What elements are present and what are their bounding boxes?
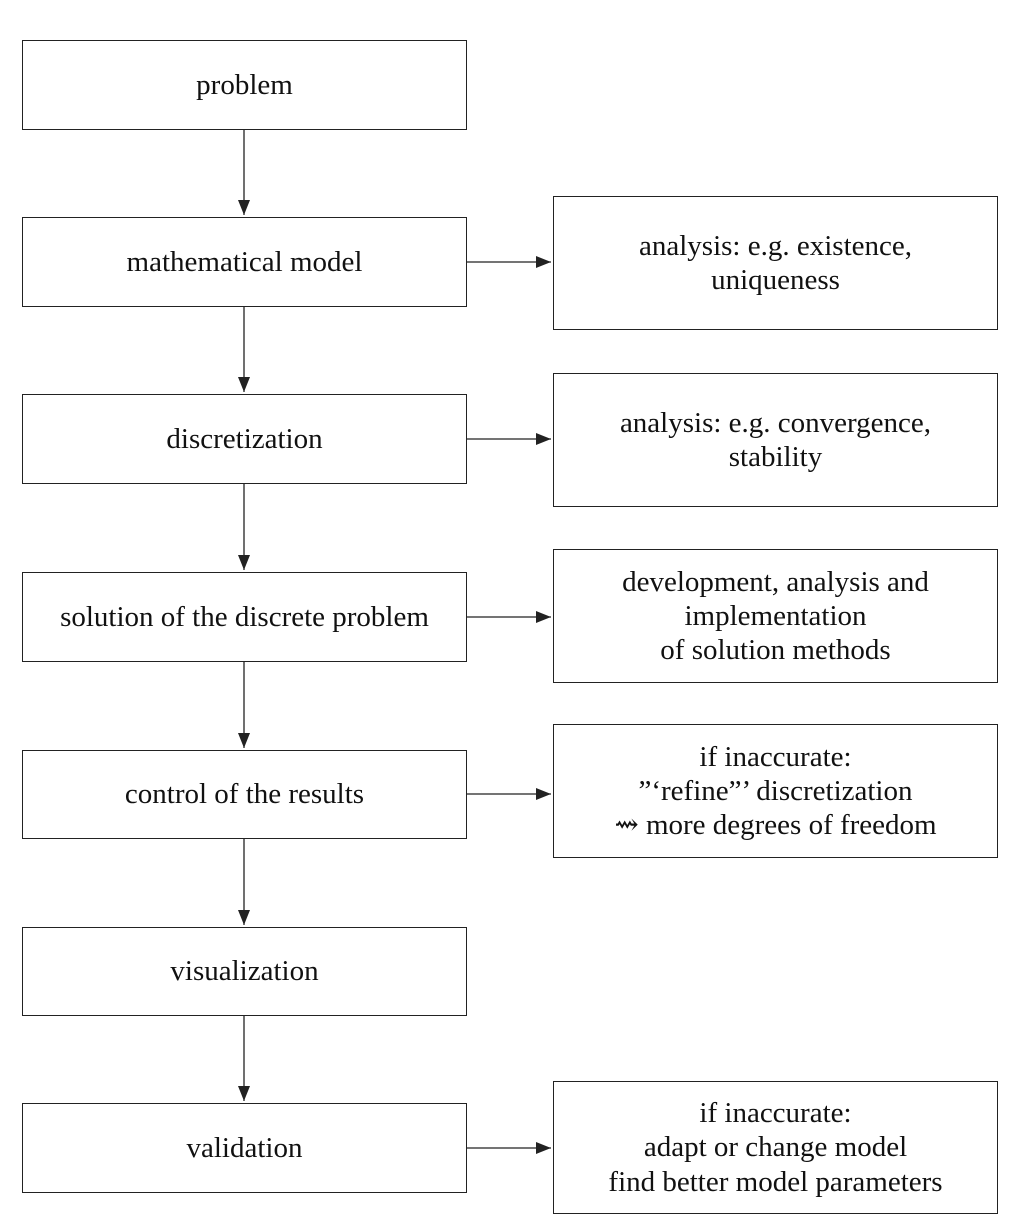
note-adapt-model: if inaccurate: adapt or change model fin… (553, 1081, 998, 1214)
step-label: problem (196, 68, 293, 101)
note-line: if inaccurate: (699, 1097, 852, 1130)
note-line: if inaccurate: (699, 740, 852, 773)
step-mathematical-model: mathematical model (22, 217, 467, 307)
step-label: visualization (170, 955, 319, 988)
note-line: uniqueness (711, 264, 840, 296)
step-label: mathematical model (126, 245, 363, 278)
step-label: validation (186, 1131, 303, 1164)
step-problem: problem (22, 40, 467, 130)
note-line: ”‘refine”’ discretization (638, 774, 913, 807)
note-line: stability (728, 441, 823, 473)
step-visualization: visualization (22, 927, 467, 1016)
step-validation: validation (22, 1103, 467, 1193)
note-line: analysis: e.g. convergence, (619, 406, 932, 439)
step-discretization: discretization (22, 394, 467, 484)
note-development-implementation: development, analysis and implementation… (553, 549, 998, 683)
note-line: implementation (684, 599, 867, 632)
step-label: solution of the discrete problem (60, 600, 429, 633)
step-control-of-results: control of the results (22, 750, 467, 839)
note-analysis-convergence: analysis: e.g. convergence, stability (553, 373, 998, 507)
note-line: find better model parameters (608, 1165, 943, 1198)
step-label: discretization (166, 422, 323, 455)
note-line: ⇝ more degrees of freedom (614, 809, 937, 842)
note-refine-discretization: if inaccurate: ”‘refine”’ discretization… (553, 724, 998, 858)
step-solution-of-discrete-problem: solution of the discrete problem (22, 572, 467, 662)
step-label: control of the results (124, 778, 365, 811)
note-line: development, analysis and (622, 565, 929, 598)
note-analysis-existence: analysis: e.g. existence, uniqueness (553, 196, 998, 330)
note-line: adapt or change model (643, 1131, 908, 1164)
note-line: analysis: e.g. existence, (639, 229, 912, 262)
note-line: of solution methods (660, 634, 891, 667)
